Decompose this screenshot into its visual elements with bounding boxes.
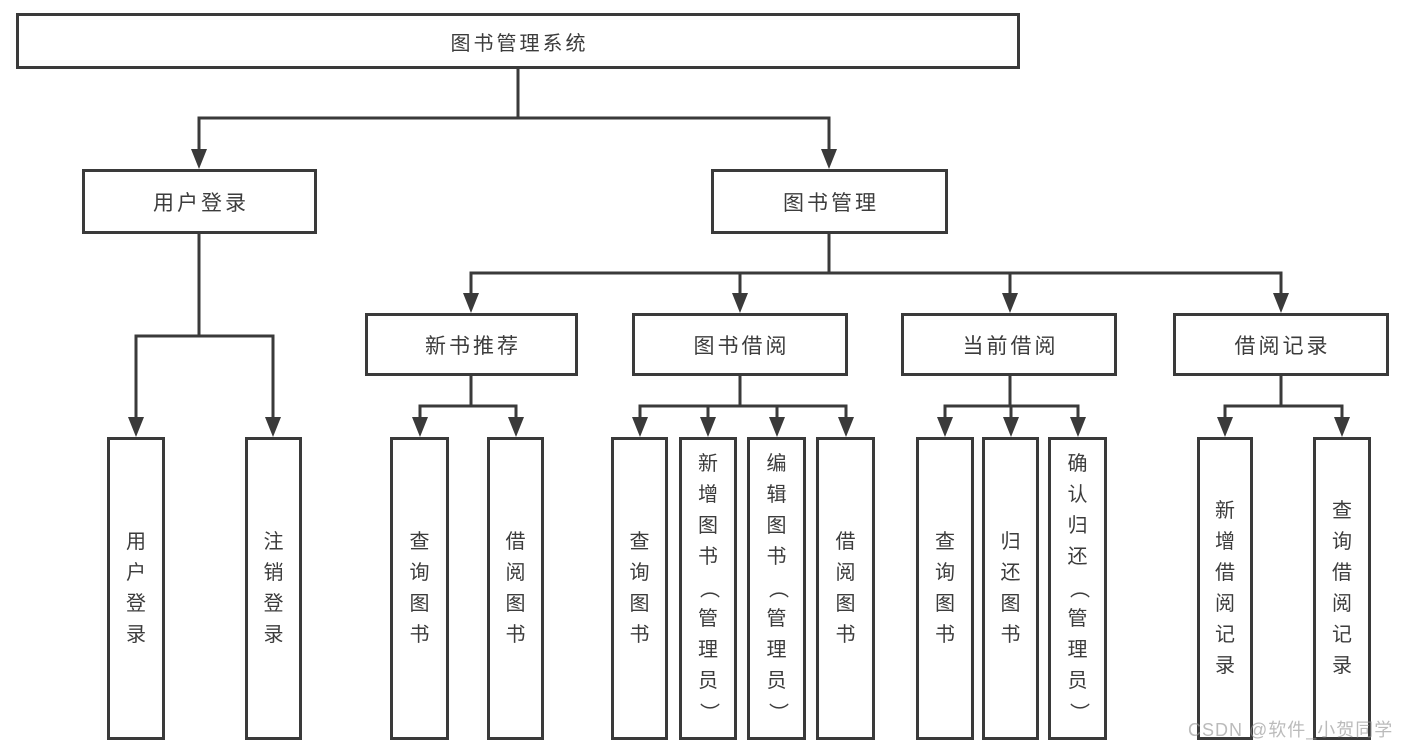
- node-leaf-borrow-books-1: 借阅图书: [487, 437, 544, 740]
- node-leaf-confirm-return: 确认归还（管理员）: [1048, 437, 1107, 740]
- node-root-label: 图书管理系统: [450, 32, 589, 55]
- node-leaf-edit-books: 编辑图书（管理员）: [747, 437, 806, 740]
- node-new-book-rec: 新书推荐: [365, 313, 578, 376]
- node-leaf-edit-books-label: 编辑图书（管理员）: [766, 453, 788, 723]
- node-current-borrow-label: 当前借阅: [962, 334, 1059, 358]
- node-leaf-query-books-2-label: 查询图书: [629, 530, 650, 646]
- node-borrow-records: 借阅记录: [1173, 313, 1389, 376]
- node-leaf-confirm-return-label: 确认归还（管理员）: [1067, 453, 1089, 723]
- node-book-borrow-label: 图书借阅: [693, 334, 790, 358]
- node-leaf-user-login-label: 用户登录: [126, 530, 146, 646]
- node-leaf-query-books-3: 查询图书: [916, 437, 974, 740]
- edges-current-borrow-to-leaves: [937, 374, 1086, 437]
- node-leaf-query-books-3-label: 查询图书: [935, 530, 955, 646]
- node-leaf-borrow-books-2: 借阅图书: [816, 437, 875, 740]
- node-leaf-borrow-books-2-label: 借阅图书: [835, 530, 856, 646]
- node-leaf-logout-label: 注销登录: [263, 530, 284, 646]
- node-leaf-query-books-2: 查询图书: [611, 437, 668, 740]
- node-new-book-rec-label: 新书推荐: [425, 334, 521, 358]
- node-book-borrow: 图书借阅: [632, 313, 848, 376]
- edges-book-mgmt-to-level2: [463, 232, 1289, 313]
- node-leaf-query-record-label: 查询借阅记录: [1332, 499, 1352, 677]
- node-user-login-label: 用户登录: [153, 191, 249, 215]
- node-leaf-return-books: 归还图书: [982, 437, 1039, 740]
- edges-root-to-level1: [191, 67, 837, 169]
- edges-user-login-to-leaves: [128, 232, 281, 437]
- node-borrow-records-label: 借阅记录: [1234, 334, 1331, 358]
- node-leaf-add-books-label: 新增图书（管理员）: [697, 453, 720, 723]
- edges-borrow-records-to-leaves: [1217, 374, 1350, 437]
- node-leaf-add-record-label: 新增借阅记录: [1215, 499, 1235, 677]
- node-current-borrow: 当前借阅: [901, 313, 1117, 376]
- watermark: CSDN @软件_小贺同学: [1188, 720, 1394, 740]
- node-root: 图书管理系统: [16, 13, 1020, 69]
- node-leaf-add-books: 新增图书（管理员）: [679, 437, 737, 740]
- node-leaf-query-books-1: 查询图书: [390, 437, 449, 740]
- node-leaf-query-record: 查询借阅记录: [1313, 437, 1371, 740]
- node-leaf-logout: 注销登录: [245, 437, 302, 740]
- node-leaf-query-books-1-label: 查询图书: [409, 530, 430, 646]
- node-leaf-borrow-books-1-label: 借阅图书: [505, 530, 526, 646]
- node-user-login: 用户登录: [82, 169, 317, 234]
- edges-new-book-rec-to-leaves: [412, 374, 524, 437]
- node-leaf-user-login: 用户登录: [107, 437, 165, 740]
- node-book-mgmt: 图书管理: [711, 169, 948, 234]
- node-leaf-return-books-label: 归还图书: [1000, 530, 1021, 646]
- node-leaf-add-record: 新增借阅记录: [1197, 437, 1253, 740]
- edges-book-borrow-to-leaves: [632, 374, 854, 437]
- node-book-mgmt-label: 图书管理: [783, 191, 879, 215]
